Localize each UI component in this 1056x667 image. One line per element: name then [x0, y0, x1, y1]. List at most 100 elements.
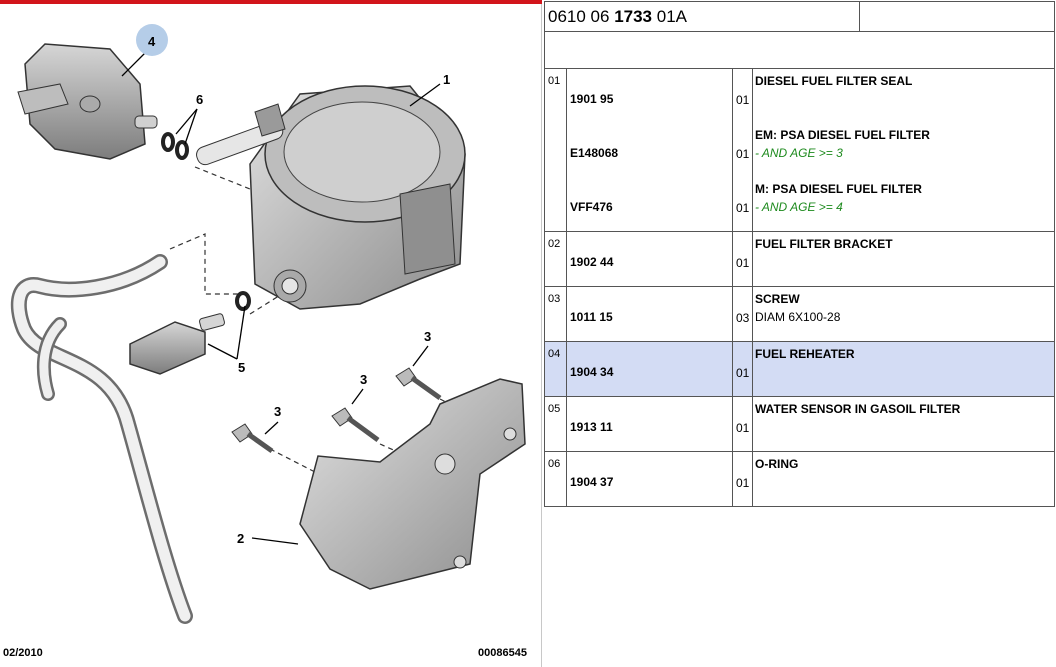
description-entry: M: PSA DIESEL FUEL FILTER - AND AGE >= 4 [753, 177, 1054, 231]
position-cell: 05 [544, 396, 567, 452]
position-cell: 04 [544, 341, 567, 397]
ref-suffix: 01A [652, 7, 687, 26]
callout-highlight [136, 24, 168, 56]
quantity-cell: 01 [732, 341, 753, 397]
part-note: - AND AGE >= 3 [755, 146, 843, 160]
reference-entry: 1904 34 [567, 342, 732, 396]
ref-bold: 1733 [614, 7, 653, 26]
part-quantity: 01 [736, 256, 750, 270]
part-reference[interactable]: E148068 [570, 146, 619, 160]
part-name: DIESEL FUEL FILTER SEAL [755, 74, 913, 88]
position-number: 06 [548, 458, 561, 470]
callout-5[interactable]: 5 [238, 360, 245, 375]
quantity-cell: 01 [732, 231, 753, 287]
part-reference[interactable]: 1904 34 [570, 365, 614, 379]
quantity-entry: 01 [733, 177, 752, 231]
position-number: 04 [548, 348, 561, 360]
part-reference[interactable]: 1913 11 [570, 420, 613, 434]
top-accent-line [0, 0, 542, 4]
diagram-ref-header: 0610 06 1733 01A [544, 1, 860, 32]
diagram-reference: 00086545 [478, 647, 527, 659]
description-entry: FUEL REHEATER [753, 342, 1054, 396]
description-entry: FUEL FILTER BRACKET [753, 232, 1054, 286]
parts-row-02[interactable]: 02 1902 44 01 FUEL FILTER BRACKET [544, 231, 1055, 287]
quantity-cell: 01 [732, 396, 753, 452]
description-entry: SCREW DIAM 6X100-28 [753, 287, 1054, 341]
part-reference[interactable]: 1902 44 [570, 255, 614, 269]
quantity-entry: 01 [733, 397, 752, 451]
quantity-entry: 01 [733, 452, 752, 506]
position-number: 03 [548, 293, 561, 305]
description-cell: O-RING [752, 451, 1055, 507]
callout-2[interactable]: 2 [237, 531, 244, 546]
header-blank-row [544, 31, 1055, 69]
part-name: WATER SENSOR IN GASOIL FILTER [755, 402, 961, 416]
description-cell: DIESEL FUEL FILTER SEAL EM: PSA DIESEL FU… [752, 68, 1055, 232]
position-cell: 03 [544, 286, 567, 342]
part-reference[interactable]: VFF476 [570, 200, 613, 214]
part-quantity: 01 [736, 201, 750, 215]
part-quantity: 01 [736, 93, 750, 107]
fuel-hose [10, 254, 193, 624]
callout-3c[interactable]: 3 [274, 404, 281, 419]
quantity-entry: 01 [733, 69, 752, 123]
reference-cell: 1902 44 [566, 231, 733, 287]
description-entry: EM: PSA DIESEL FUEL FILTER - AND AGE >= 3 [753, 123, 1054, 177]
quantity-entry: 01 [733, 342, 752, 396]
position-cell: 01 [544, 68, 567, 232]
part-name: EM: PSA DIESEL FUEL FILTER [755, 128, 930, 142]
quantity-entry: 03 [733, 287, 752, 341]
quantity-entry: 01 [733, 232, 752, 286]
fuel-filter-part [196, 85, 466, 310]
description-cell: FUEL REHEATER [752, 341, 1055, 397]
description-cell: FUEL FILTER BRACKET [752, 231, 1055, 287]
part-name: SCREW [755, 292, 800, 306]
water-sensor-part [129, 291, 251, 375]
reference-entry: 1902 44 [567, 232, 732, 286]
position-cell: 06 [544, 451, 567, 507]
part-quantity: 01 [736, 476, 750, 490]
fuel-reheater-part [17, 43, 158, 160]
part-reference[interactable]: 1011 15 [570, 310, 613, 324]
part-note: - AND AGE >= 4 [755, 200, 843, 214]
reference-entry: E148068 [567, 123, 732, 177]
reference-entry: 1901 95 [567, 69, 732, 123]
quantity-cell: 01 [732, 451, 753, 507]
callout-3b[interactable]: 3 [360, 372, 367, 387]
quantity-cell: 03 [732, 286, 753, 342]
position-cell: 02 [544, 231, 567, 287]
reference-entry: 1011 15 [567, 287, 732, 341]
callout-4[interactable]: 4 [148, 34, 156, 49]
position-number: 01 [548, 75, 561, 87]
reference-entry: VFF476 [567, 177, 732, 231]
description-cell: WATER SENSOR IN GASOIL FILTER [752, 396, 1055, 452]
o-ring-part [161, 132, 189, 160]
fuel-filter-bracket-part [299, 378, 526, 590]
position-number: 05 [548, 403, 561, 415]
callout-3a[interactable]: 3 [424, 329, 431, 344]
part-note: DIAM 6X100-28 [755, 310, 841, 324]
part-name: M: PSA DIESEL FUEL FILTER [755, 182, 922, 196]
diagram-panel: 4 6 1 5 3 3 3 2 02/2010 00086545 [0, 0, 542, 667]
description-cell: SCREW DIAM 6X100-28 [752, 286, 1055, 342]
part-reference[interactable]: 1904 37 [570, 475, 614, 489]
callout-6[interactable]: 6 [196, 92, 203, 107]
callout-1[interactable]: 1 [443, 72, 450, 87]
part-reference[interactable]: 1901 95 [570, 92, 614, 106]
description-entry: O-RING [753, 452, 1054, 506]
reference-entry: 1913 11 [567, 397, 732, 451]
part-quantity: 01 [736, 147, 750, 161]
position-number: 02 [548, 238, 561, 250]
header-empty-cell [859, 1, 1055, 32]
diagram-date: 02/2010 [3, 647, 43, 659]
part-name: FUEL FILTER BRACKET [755, 237, 893, 251]
description-entry: DIESEL FUEL FILTER SEAL [753, 69, 1054, 123]
